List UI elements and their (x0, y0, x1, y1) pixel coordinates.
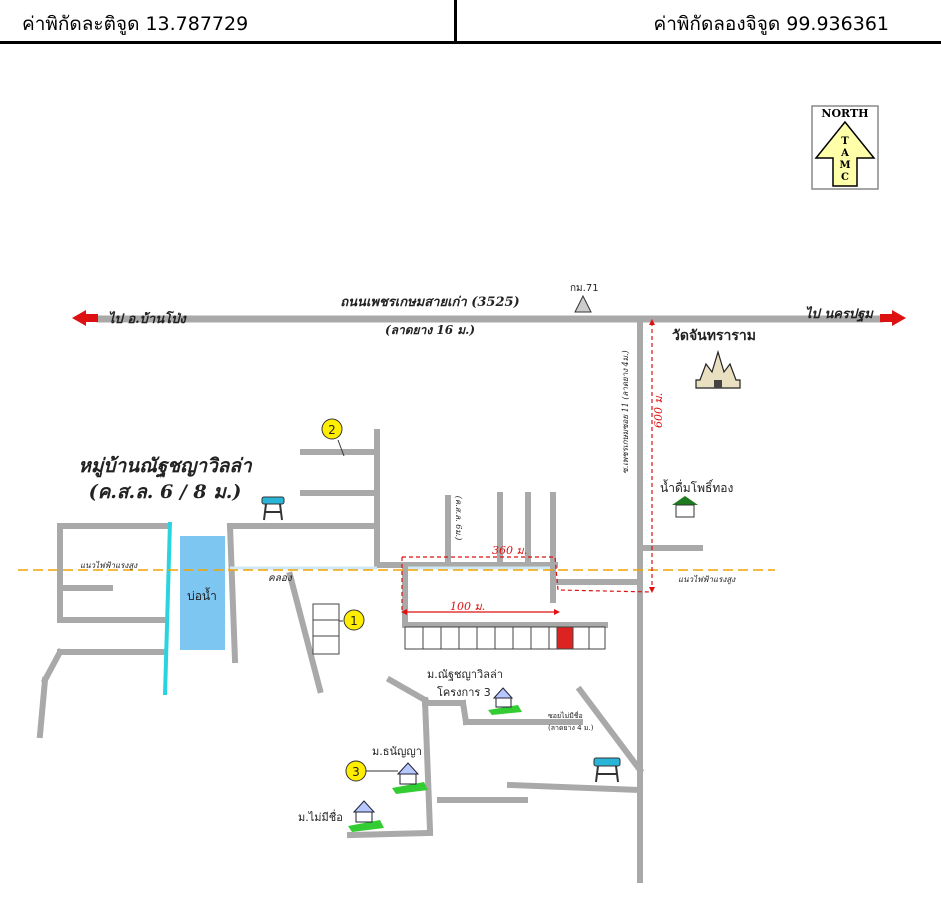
compass-letter-m: M (839, 160, 850, 171)
water-shop-label: น้ำดื่มโพธิ์ทอง (660, 479, 733, 495)
dim-100-label: 100 ม. (450, 600, 485, 613)
soi-small-label: (ค.ส.ล. 6ม.) (454, 496, 463, 540)
house-icon-village-b (348, 800, 384, 832)
plot-group-1 (312, 603, 340, 655)
house-icon-project3 (488, 687, 522, 715)
north-arrow-icon (814, 120, 876, 187)
pond-label: บ่อน้ำ (187, 587, 217, 603)
village-b-label: ม.ไม่มีชื่อ (298, 809, 343, 824)
dim-600-label: 600 ม. (652, 393, 665, 428)
power-line-left-label: แนวไฟฟ้าแรงสูง (80, 560, 138, 571)
water-shop-icon (672, 496, 698, 518)
temple-icon (695, 349, 741, 389)
plot-row (404, 626, 606, 650)
arrow-right-icon (880, 310, 906, 326)
svg-text:1: 1 (350, 614, 358, 628)
svg-text:3: 3 (352, 765, 360, 779)
soi-11-label: ซ.เพชรเกษมซอย 11 (ลาดยาง 4ม.) (621, 350, 630, 473)
compass-letter-a: A (840, 148, 849, 159)
dim-360-label: 360 ม. (492, 544, 527, 557)
coordinate-divider (454, 0, 457, 44)
landmark-table-icon-right (593, 757, 621, 783)
main-road-surface: (ลาดยาง 16 ม.) (385, 323, 475, 337)
to-nakhon-pathom-label: ไป นครปฐม (805, 306, 874, 323)
to-ban-pong-label: ไป อ.บ้านโป่ง (108, 310, 187, 327)
latitude-label: ค่าพิกัดละติจูด 13.787729 (22, 13, 249, 35)
north-compass: NORTH T A M C (811, 105, 879, 190)
compass-letter-t: T (841, 136, 849, 147)
house-icon-village-a (392, 762, 428, 794)
km-marker-icon (574, 294, 592, 313)
project3-phase: โครงการ 3 (437, 685, 491, 699)
landmark-table-icon-left (261, 496, 285, 521)
dim-360-line (402, 556, 653, 593)
soi-unnamed-label: ซอยไม่มีชื่อ (548, 711, 583, 720)
svg-text:2: 2 (328, 423, 336, 437)
marker-2: 2 (321, 418, 345, 457)
compass-north-label: NORTH (821, 107, 868, 120)
soi-unnamed-sub: (ลาดยาง 4 ม.) (548, 724, 594, 732)
subject-plot (556, 626, 574, 650)
canal-label: คลอง (268, 573, 293, 584)
marker-3: 3 (345, 760, 398, 782)
village-title: หมู่บ้านณัฐชญาวิลล่า (78, 455, 253, 478)
marker-1: 1 (343, 609, 365, 631)
km-marker-label: กม.71 (570, 283, 599, 294)
project3-name: ม.ณัฐชญาวิลล่า (427, 668, 503, 681)
coordinate-bar: ค่าพิกัดละติจูด 13.787729 ค่าพิกัดลองจิจ… (0, 0, 941, 44)
river (163, 521, 172, 696)
temple-label: วัดจันทราราม (672, 328, 756, 344)
power-line-right-label: แนวไฟฟ้าแรงสูง (678, 574, 736, 585)
compass-letter-c: C (841, 172, 849, 183)
longitude-label: ค่าพิกัดลองจิจูด 99.936361 (653, 13, 889, 35)
main-road-name: ถนนเพชรเกษมสายเก่า (3525) (340, 295, 519, 310)
village-subtitle: (ค.ส.ล. 6 / 8 ม.) (89, 481, 242, 503)
village-a-label: ม.ธนัญญา (372, 745, 422, 758)
arrow-left-icon (72, 310, 98, 326)
pond-area (180, 536, 225, 650)
road-network (36, 315, 884, 883)
